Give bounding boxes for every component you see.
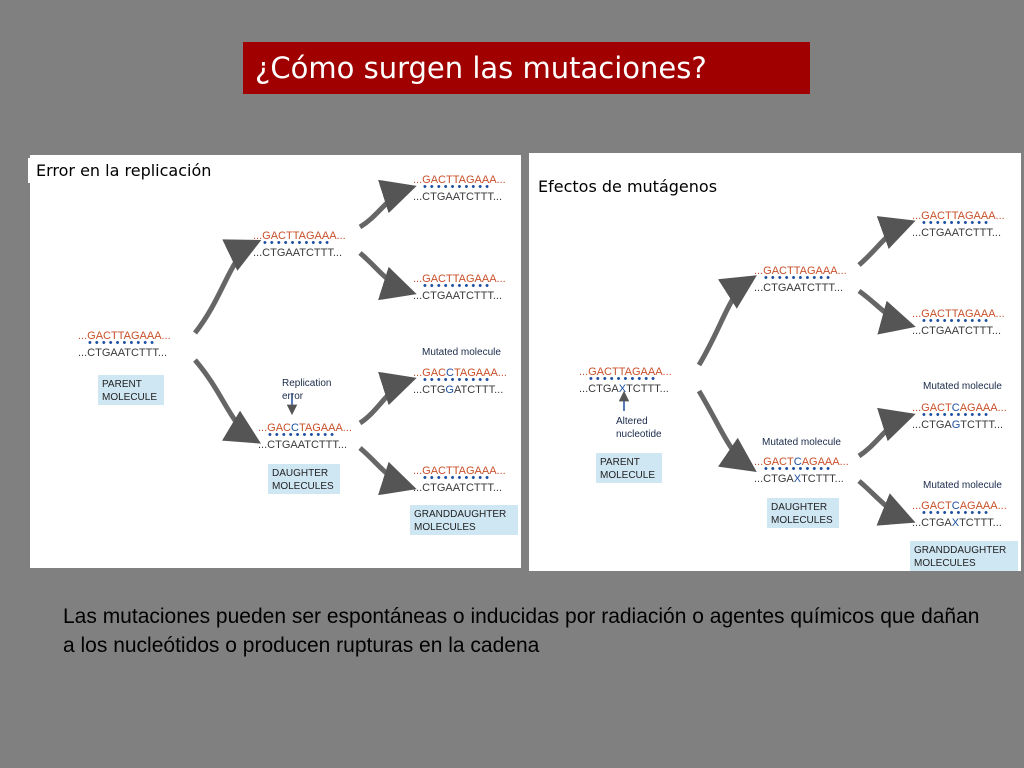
- grand-molecule-2: ...GACTTAGAAA... • • • • • • • • • • ...…: [912, 308, 1005, 337]
- svg-text:...GACTTAGAAA...: ...GACTTAGAAA...: [413, 273, 506, 285]
- arrow-parent-to-daughter-top: [696, 275, 757, 367]
- svg-text:• • • • • • • • • •: • • • • • • • • • •: [922, 409, 988, 421]
- grand-molecule-1: ...GACTTAGAAA... • • • • • • • • • • ...…: [413, 174, 506, 203]
- svg-text:MOLECULE: MOLECULE: [102, 392, 157, 403]
- parent-molecule: ...GACTTAGAAA... • • • • • • • • • • ...…: [78, 330, 171, 405]
- grand-molecule-3-mutated: ...GACTCAGAAA... • • • • • • • • • • ...…: [912, 402, 1007, 431]
- svg-text:...CTGAATCTTT...: ...CTGAATCTTT...: [754, 282, 843, 294]
- svg-text:...GACTTAGAAA...: ...GACTTAGAAA...: [413, 174, 506, 186]
- arrow-daughter-to-grand-4: [358, 446, 417, 496]
- svg-text:MOLECULE: MOLECULE: [600, 470, 655, 481]
- svg-text:MOLECULES: MOLECULES: [914, 558, 976, 569]
- arrow-parent-to-daughter-top: [193, 239, 262, 335]
- svg-text:...GACTTAGAAA...: ...GACTTAGAAA...: [413, 465, 506, 477]
- svg-text:...CTGAATCTTT...: ...CTGAATCTTT...: [912, 325, 1001, 337]
- svg-text:...GACCTAGAAA...: ...GACCTAGAAA...: [258, 422, 352, 434]
- svg-text:Replication: Replication: [282, 378, 331, 389]
- arrow-daughter-to-grand-1: [857, 216, 916, 267]
- svg-text:• • • • • • • • • •: • • • • • • • • • •: [423, 374, 489, 386]
- grand-molecule-4: ...GACTTAGAAA... • • • • • • • • • • ...…: [413, 465, 506, 494]
- arrow-daughter-to-grand-3: [857, 407, 916, 459]
- parent-molecule: ...GACTTAGAAA... • • • • • • • • • • ...…: [579, 366, 672, 483]
- daughter-molecule-bottom: ...GACTCAGAAA... • • • • • • • • • • ...…: [754, 456, 849, 528]
- right-diagram-panel: ...GACTTAGAAA... • • • • • • • • • • ...…: [529, 153, 1021, 571]
- svg-text:DAUGHTER: DAUGHTER: [272, 468, 328, 479]
- arrow-daughter-to-grand-1: [358, 179, 417, 230]
- svg-text:...CTGAATCTTT...: ...CTGAATCTTT...: [912, 227, 1001, 239]
- svg-text:GRANDDAUGHTER: GRANDDAUGHTER: [914, 545, 1006, 556]
- svg-text:...CTGAATCTTT...: ...CTGAATCTTT...: [413, 191, 502, 203]
- svg-text:• • • • • • • • • •: • • • • • • • • • •: [764, 272, 830, 284]
- arrow-daughter-to-grand-2: [358, 251, 417, 301]
- svg-text:MOLECULES: MOLECULES: [771, 515, 833, 526]
- mutagen-effects-diagram: ...GACTTAGAAA... • • • • • • • • • • ...…: [579, 210, 1018, 571]
- svg-text:GRANDDAUGHTER: GRANDDAUGHTER: [414, 509, 506, 520]
- svg-text:• • • • • • • • • •: • • • • • • • • • •: [423, 472, 489, 484]
- svg-text:...CTGAATCTTT...: ...CTGAATCTTT...: [258, 439, 347, 451]
- daughter-molecule-top: ...GACTTAGAAA... • • • • • • • • • • ...…: [253, 230, 346, 259]
- svg-text:...GACTTAGAAA...: ...GACTTAGAAA...: [78, 330, 171, 342]
- svg-text:...GACTCAGAAA...: ...GACTCAGAAA...: [754, 456, 849, 468]
- svg-text:...CTGAATCTTT...: ...CTGAATCTTT...: [413, 290, 502, 302]
- svg-text:...GACTTAGAAA...: ...GACTTAGAAA...: [253, 230, 346, 242]
- svg-text:...GACCTAGAAA...: ...GACCTAGAAA...: [413, 367, 507, 379]
- svg-text:...GACTTAGAAA...: ...GACTTAGAAA...: [754, 265, 847, 277]
- arrow-parent-to-daughter-bottom: [696, 389, 757, 472]
- slide-caption: Las mutaciones pueden ser espontáneas o …: [63, 605, 980, 657]
- svg-text:Mutated molecule: Mutated molecule: [762, 437, 841, 448]
- left-panel-label: Error en la replicación: [28, 158, 220, 183]
- svg-text:...GACTTAGAAA...: ...GACTTAGAAA...: [912, 210, 1005, 222]
- svg-text:• • • • • • • • • •: • • • • • • • • • •: [268, 429, 334, 441]
- left-diagram-panel: ...GACTTAGAAA... • • • • • • • • • • ...…: [30, 155, 521, 568]
- svg-text:...CTGAATCTTT...: ...CTGAATCTTT...: [78, 347, 167, 359]
- svg-text:• • • • • • • • • •: • • • • • • • • • •: [423, 181, 489, 193]
- svg-text:...CTGAGTCTTT...: ...CTGAGTCTTT...: [912, 419, 1003, 431]
- svg-text:Mutated molecule: Mutated molecule: [422, 347, 501, 358]
- svg-text:Altered: Altered: [616, 416, 648, 427]
- svg-text:...GACTCAGAAA...: ...GACTCAGAAA...: [912, 500, 1007, 512]
- svg-text:PARENT: PARENT: [102, 379, 142, 390]
- svg-text:PARENT: PARENT: [600, 457, 640, 468]
- svg-text:• • • • • • • • • •: • • • • • • • • • •: [589, 373, 655, 385]
- svg-text:...GACTTAGAAA...: ...GACTTAGAAA...: [912, 308, 1005, 320]
- svg-text:...CTGAXTCTTT...: ...CTGAXTCTTT...: [579, 383, 669, 395]
- daughter-molecule-top: ...GACTTAGAAA... • • • • • • • • • • ...…: [754, 265, 847, 294]
- grand-molecule-1: ...GACTTAGAAA... • • • • • • • • • • ...…: [912, 210, 1005, 239]
- svg-text:...CTGAATCTTT...: ...CTGAATCTTT...: [413, 482, 502, 494]
- svg-text:...CTGAXTCTTT...: ...CTGAXTCTTT...: [754, 473, 844, 485]
- svg-text:• • • • • • • • • •: • • • • • • • • • •: [922, 507, 988, 519]
- svg-text:• • • • • • • • • •: • • • • • • • • • •: [764, 463, 830, 475]
- svg-text:DAUGHTER: DAUGHTER: [771, 502, 827, 513]
- svg-text:MOLECULES: MOLECULES: [414, 522, 476, 533]
- svg-text:...GACTCAGAAA...: ...GACTCAGAAA...: [912, 402, 1007, 414]
- svg-text:• • • • • • • • • •: • • • • • • • • • •: [922, 217, 988, 229]
- svg-text:...CTGAXTCTTT...: ...CTGAXTCTTT...: [912, 517, 1002, 529]
- svg-text:Mutated molecule: Mutated molecule: [923, 381, 1002, 392]
- slide-title: ¿Cómo surgen las mutaciones?: [243, 42, 810, 94]
- svg-text:• • • • • • • • • •: • • • • • • • • • •: [922, 315, 988, 327]
- grand-molecule-2: ...GACTTAGAAA... • • • • • • • • • • ...…: [413, 273, 506, 302]
- grand-molecule-3-mutated: ...GACCTAGAAA... • • • • • • • • • • ...…: [413, 367, 507, 396]
- svg-text:...GACTTAGAAA...: ...GACTTAGAAA...: [579, 366, 672, 378]
- svg-text:nucleotide: nucleotide: [616, 429, 662, 440]
- arrow-daughter-to-grand-3: [358, 371, 417, 426]
- svg-text:...CTGAATCTTT...: ...CTGAATCTTT...: [253, 247, 342, 259]
- svg-text:• • • • • • • • • •: • • • • • • • • • •: [88, 337, 154, 349]
- svg-text:• • • • • • • • • •: • • • • • • • • • •: [263, 237, 329, 249]
- svg-text:...CTGGATCTTT...: ...CTGGATCTTT...: [413, 384, 503, 396]
- grand-molecule-4-mutated: ...GACTCAGAAA... • • • • • • • • • • ...…: [912, 500, 1007, 529]
- daughter-molecule-bottom: ...GACCTAGAAA... • • • • • • • • • • ...…: [258, 422, 352, 494]
- svg-text:error: error: [282, 391, 304, 402]
- svg-text:Mutated molecule: Mutated molecule: [923, 480, 1002, 491]
- svg-text:MOLECULES: MOLECULES: [272, 481, 334, 492]
- replication-error-diagram: ...GACTTAGAAA... • • • • • • • • • • ...…: [78, 174, 518, 535]
- arrow-daughter-to-grand-4: [857, 479, 916, 526]
- arrow-parent-to-daughter-bottom: [193, 358, 261, 444]
- svg-text:• • • • • • • • • •: • • • • • • • • • •: [423, 280, 489, 292]
- right-panel-label: Efectos de mutágenos: [530, 174, 726, 199]
- arrow-daughter-to-grand-2: [857, 288, 916, 335]
